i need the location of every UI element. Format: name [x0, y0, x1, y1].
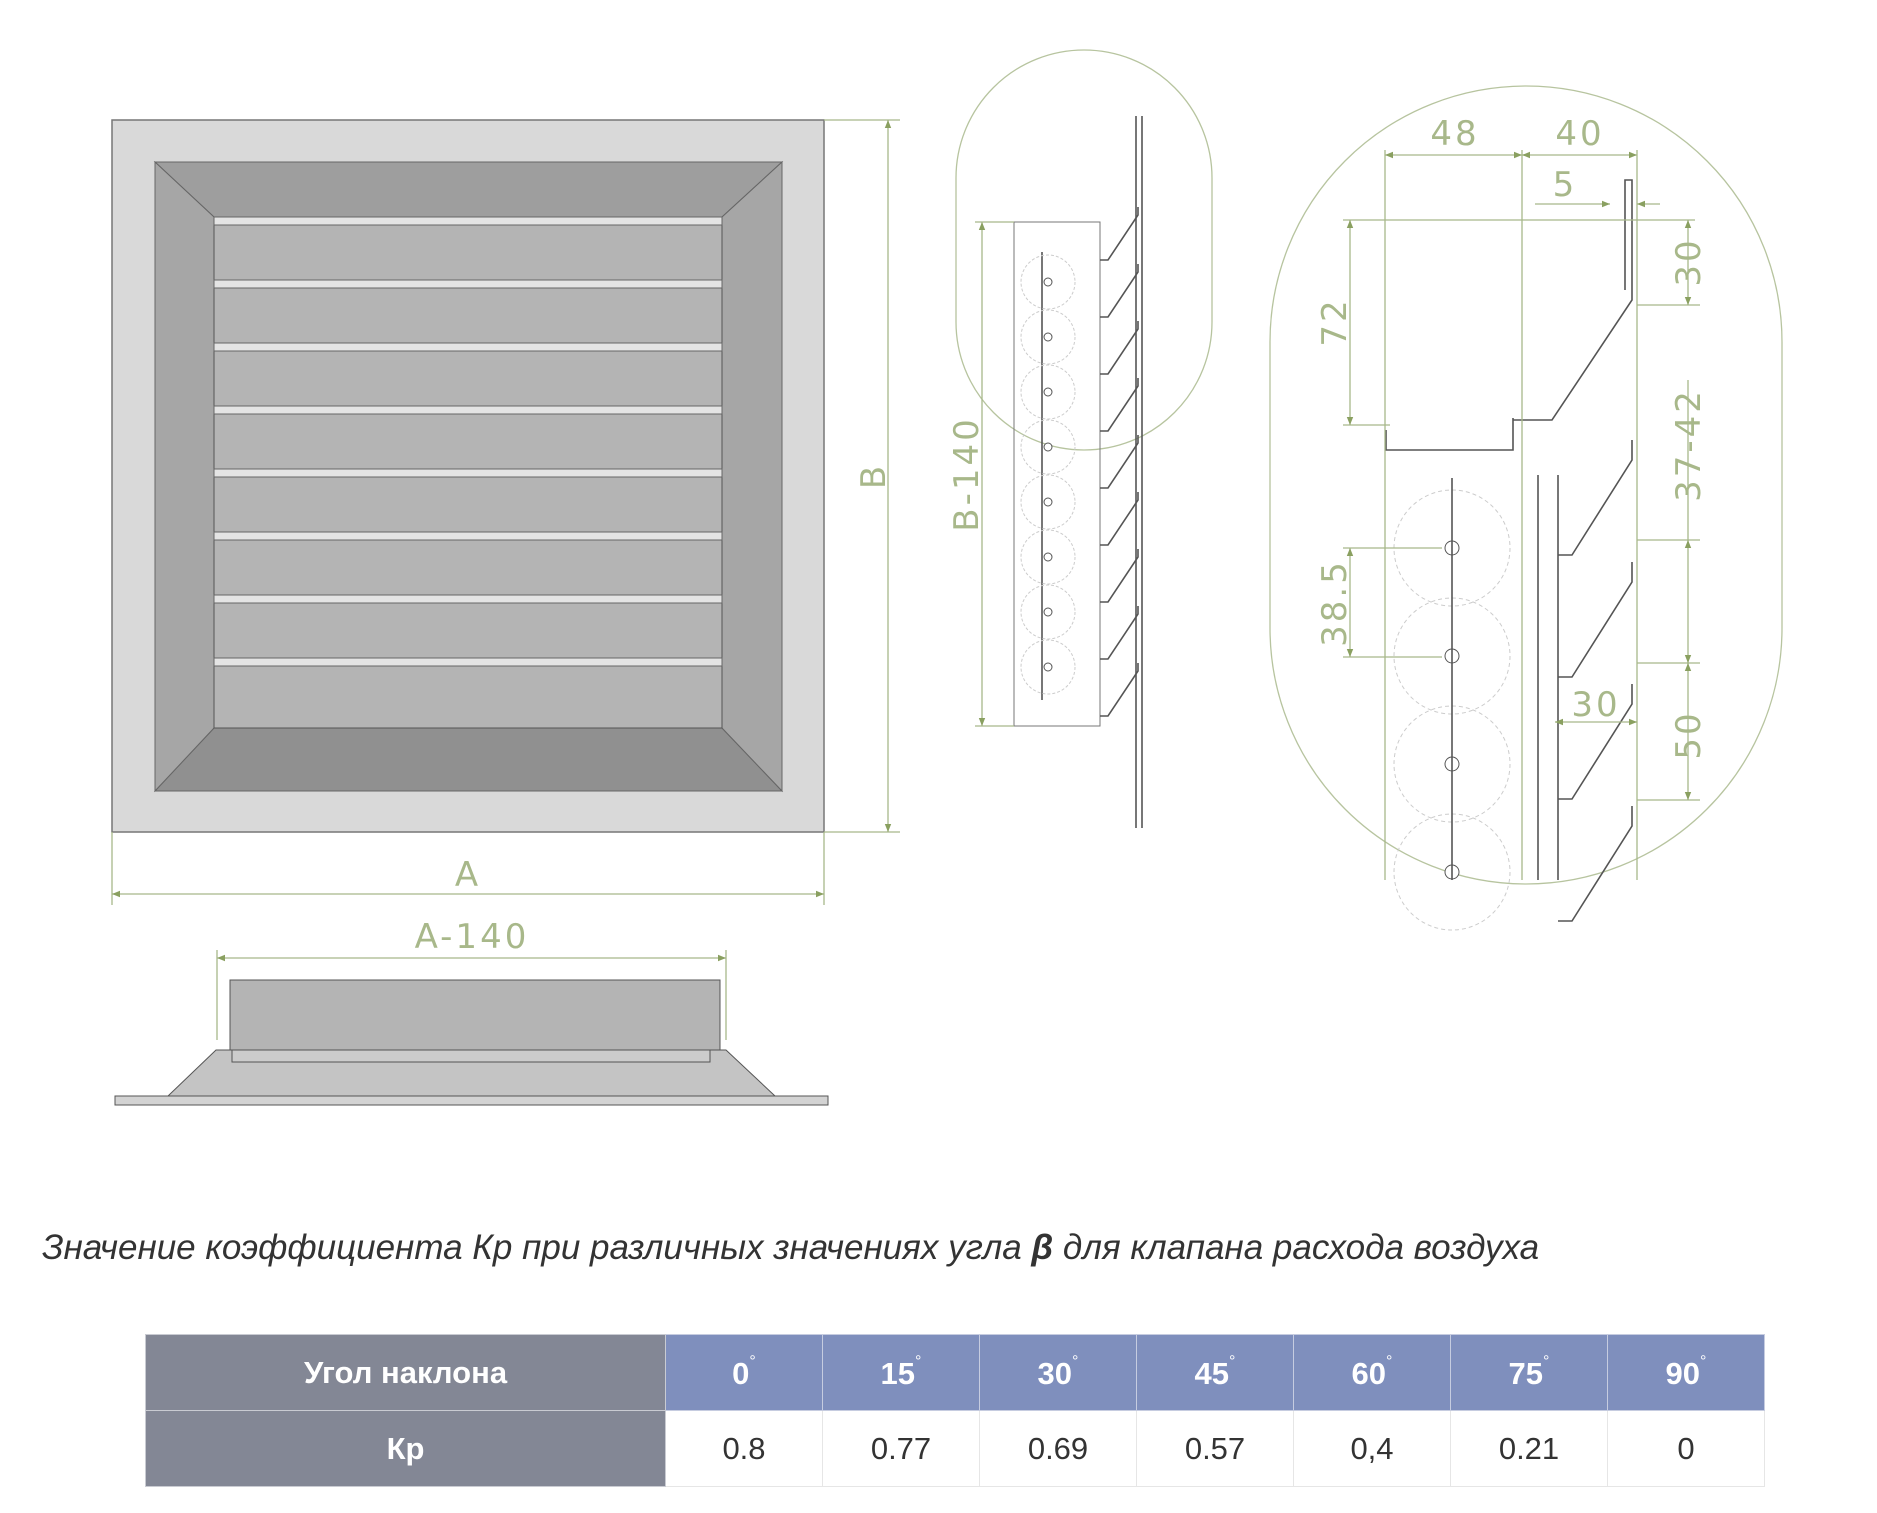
angle-cell: 60°: [1293, 1334, 1451, 1411]
dim-50: 50: [1669, 710, 1709, 759]
louver-blade: [1100, 378, 1139, 432]
gear-icon: [1020, 474, 1076, 530]
louver-blade: [1100, 663, 1139, 717]
kp-value-cell: 0,4: [1293, 1410, 1451, 1487]
front-view: B A: [111, 119, 900, 905]
dim-30-top: 30: [1669, 237, 1709, 286]
dim-5: 5: [1553, 165, 1578, 205]
louver-slat: [213, 468, 723, 478]
louver-slat: [213, 405, 723, 415]
dim-40: 40: [1555, 114, 1604, 154]
louver-slat: [213, 531, 723, 541]
gear-icon: [1020, 254, 1076, 310]
kp-value-cell: 0.21: [1450, 1410, 1608, 1487]
dim-30-slat: 30: [1571, 685, 1620, 725]
detail-view: 48 40 5 72 30 37-42 50 38.5 30: [1269, 85, 1783, 931]
header-kp-label: Кр: [145, 1410, 666, 1487]
side-view: B-140: [947, 49, 1213, 828]
louver-slat: [213, 594, 723, 604]
caption-text-end: для клапана расхода воздуха: [1053, 1228, 1540, 1267]
louver-slat: [213, 216, 723, 226]
gear-icon: [1020, 639, 1076, 695]
louver-blade: [1558, 684, 1633, 800]
gear-icon: [1020, 364, 1076, 420]
louver-blade: [1558, 440, 1633, 556]
dim-37-42: 37-42: [1669, 388, 1709, 502]
dim-38-5: 38.5: [1315, 559, 1355, 647]
dim-72: 72: [1315, 297, 1355, 346]
louver-blade: [1100, 606, 1139, 660]
louver-blade: [1100, 435, 1139, 489]
louver-slat: [213, 657, 723, 667]
kp-value-cell: 0.77: [822, 1410, 980, 1487]
angle-cell: 90°: [1607, 1334, 1765, 1411]
gear-icon: [1020, 529, 1076, 585]
dim-a: A: [455, 855, 481, 895]
louver-slat: [213, 342, 723, 352]
angle-cell: 15°: [822, 1334, 980, 1411]
gear-icon: [1393, 489, 1511, 607]
kp-value-cell: 0.57: [1136, 1410, 1294, 1487]
louver-blade: [1100, 207, 1139, 261]
gear-icon: [1020, 309, 1076, 365]
bottom-view: A-140: [114, 917, 829, 1106]
angle-cell: 75°: [1450, 1334, 1608, 1411]
angle-cell: 45°: [1136, 1334, 1294, 1411]
angle-cell: 30°: [979, 1334, 1137, 1411]
louver-blade: [1558, 562, 1633, 678]
table-row-angles: Угол наклона 0° 15° 30° 45° 60° 75° 90°: [145, 1334, 1765, 1411]
gear-icon: [1393, 705, 1511, 823]
gear-icon: [1020, 584, 1076, 640]
kp-value-cell: 0: [1607, 1410, 1765, 1487]
angle-cell: 0°: [665, 1334, 823, 1411]
dim-b: B: [854, 463, 894, 489]
louver-blade: [1100, 321, 1139, 375]
header-angle-label: Угол наклона: [145, 1334, 666, 1411]
louver-blade: [1100, 492, 1139, 546]
dim-48: 48: [1430, 114, 1479, 154]
caption-text: Значение коэффициента Кр при различных з…: [42, 1228, 1032, 1267]
louver-blade: [1100, 549, 1139, 603]
kp-value-cell: 0.69: [979, 1410, 1137, 1487]
kp-coefficient-table: Угол наклона 0° 15° 30° 45° 60° 75° 90° …: [145, 1334, 1765, 1487]
kp-value-cell: 0.8: [665, 1410, 823, 1487]
technical-drawing: B A A-140 B-140: [111, 49, 1783, 1106]
louver-slat: [213, 279, 723, 289]
beta-symbol: β: [1031, 1228, 1054, 1267]
louver-blade: [1100, 264, 1139, 318]
table-row-kp: Кр 0.8 0.77 0.69 0.57 0,4 0.21 0: [145, 1410, 1765, 1487]
louver-blade: [1558, 806, 1633, 922]
gear-icon: [1393, 597, 1511, 715]
gear-icon: [1393, 813, 1511, 931]
table-caption: Значение коэффициента Кр при различных з…: [42, 1228, 1862, 1268]
dim-b-140: B-140: [947, 416, 987, 532]
dim-a-140: A-140: [415, 917, 530, 957]
gear-icon: [1020, 419, 1076, 475]
